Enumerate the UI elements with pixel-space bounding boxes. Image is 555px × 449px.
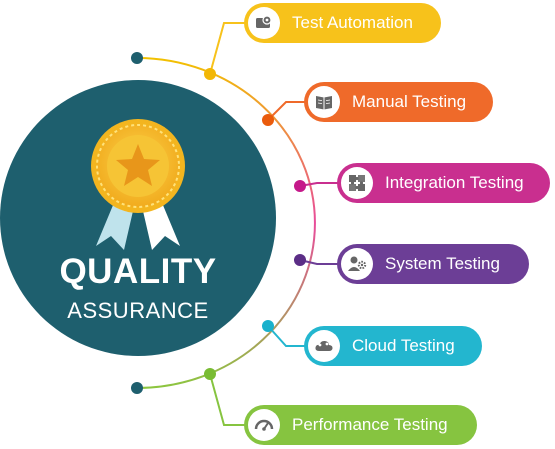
assurance-subtitle: ASSURANCE xyxy=(67,298,209,323)
book-icon xyxy=(308,86,340,118)
test-automation-label: Test Automation xyxy=(292,13,413,32)
cloud-icon xyxy=(308,330,340,362)
performance-testing-pill[interactable]: Performance Testing xyxy=(244,405,477,445)
medal-icon xyxy=(91,119,185,213)
system-testing-label: System Testing xyxy=(385,254,500,273)
speedometer-icon xyxy=(248,409,280,441)
connector-dot xyxy=(204,68,216,80)
test-automation-pill[interactable]: Test Automation xyxy=(244,3,441,43)
gear-window-icon xyxy=(248,7,280,39)
quality-title: QUALITY xyxy=(59,252,217,291)
performance-testing-label: Performance Testing xyxy=(292,415,448,434)
connector-dot xyxy=(262,114,274,126)
manual-testing-pill[interactable]: Manual Testing xyxy=(304,82,493,122)
connector-line xyxy=(267,101,306,121)
integration-testing-label: Integration Testing xyxy=(385,173,524,192)
connector-line xyxy=(209,22,246,75)
connector-dot xyxy=(294,254,306,266)
integration-testing-pill[interactable]: Integration Testing xyxy=(337,163,550,203)
arc-end-dot xyxy=(131,52,143,64)
puzzle-icon xyxy=(341,167,373,199)
cloud-testing-label: Cloud Testing xyxy=(352,336,455,355)
connector-dot xyxy=(204,368,216,380)
star-icon xyxy=(116,144,160,186)
user-gear-icon xyxy=(341,248,373,280)
quality-assurance-circle xyxy=(0,80,276,356)
system-testing-pill[interactable]: System Testing xyxy=(337,244,529,284)
connector-dot xyxy=(262,320,274,332)
arc-end-dot xyxy=(131,382,143,394)
connector-arc xyxy=(136,57,316,389)
connector-line xyxy=(267,325,306,347)
cloud-testing-pill[interactable]: Cloud Testing xyxy=(304,326,482,366)
connector-line xyxy=(209,373,246,426)
manual-testing-label: Manual Testing xyxy=(352,92,467,111)
connector-dot xyxy=(294,180,306,192)
